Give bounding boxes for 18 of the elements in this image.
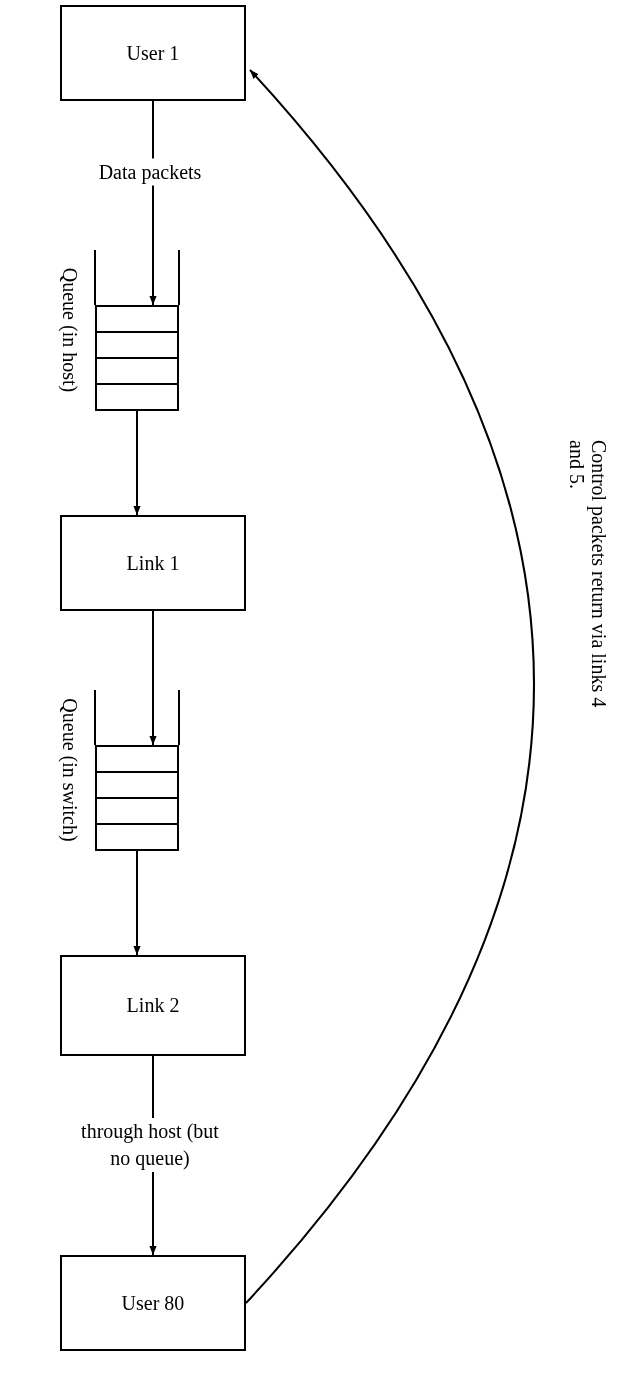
process-box — [60, 515, 246, 611]
process-box — [60, 5, 246, 101]
box-label: User 1 — [126, 41, 180, 65]
box-label: User 80 — [121, 1291, 185, 1315]
box-label: Link 1 — [126, 551, 180, 575]
arrow — [149, 610, 157, 746]
edge-label: Control packets return via links 4 and 5. — [566, 440, 610, 710]
queue-label: Queue (in switch) — [59, 698, 81, 842]
arrow — [133, 850, 141, 956]
process-box — [60, 955, 246, 1056]
queue-slots — [95, 305, 179, 411]
process-box — [60, 1255, 246, 1351]
queue-slots — [95, 745, 179, 851]
box-label: Link 2 — [126, 994, 180, 1017]
edge-label: Data packets — [96, 158, 204, 186]
arrow — [245, 69, 535, 1304]
arrow — [133, 410, 141, 516]
queue-label: Queue (in host) — [59, 267, 81, 393]
